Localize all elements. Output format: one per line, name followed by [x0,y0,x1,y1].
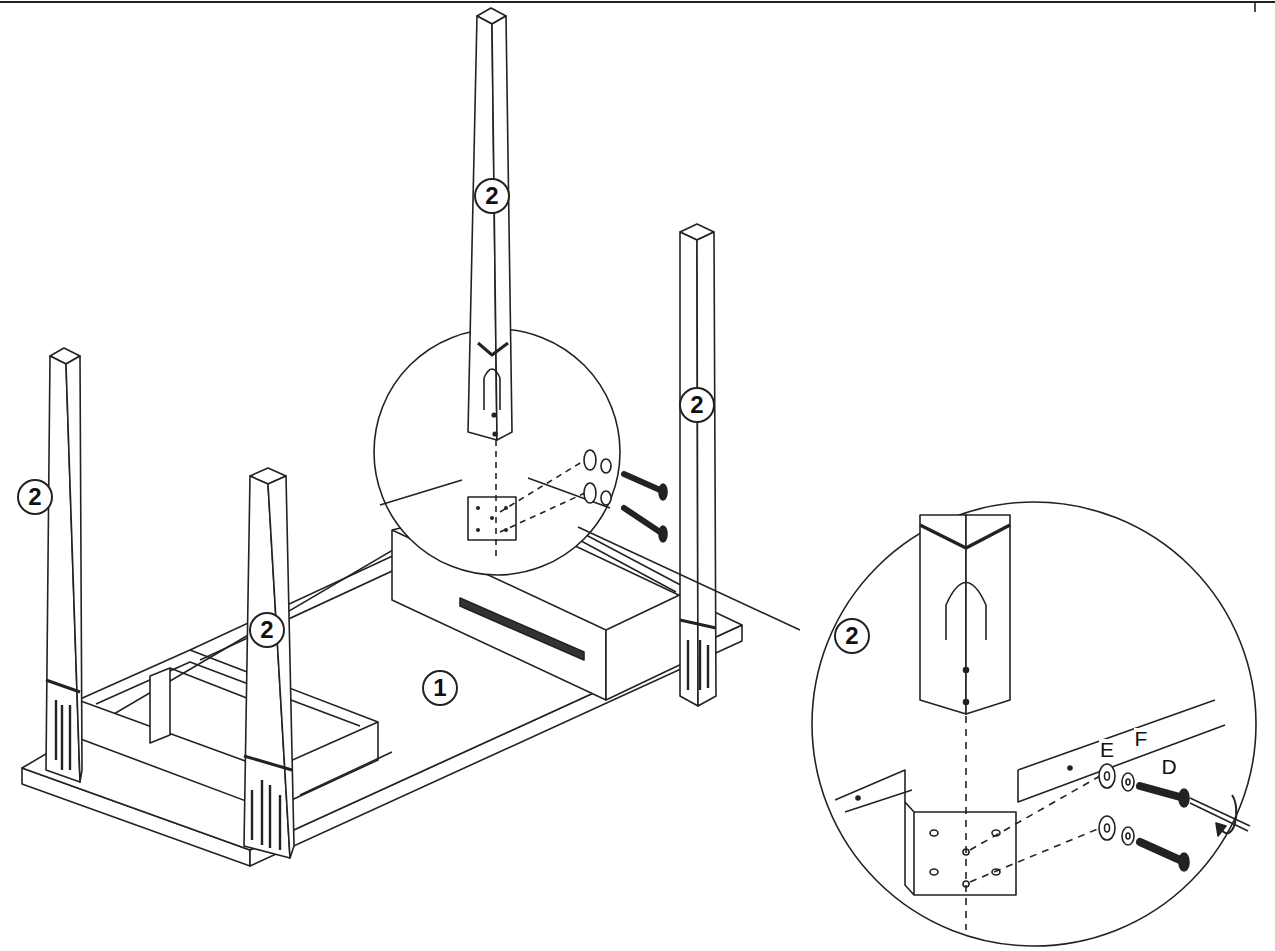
bolt [1140,842,1180,860]
bolt [1140,786,1180,797]
page-rule [0,1,1275,3]
leg-joint [244,756,292,770]
guide-line [970,776,1100,850]
spring-washer [1122,827,1134,845]
leg-joint [478,343,508,355]
washer [1099,764,1115,788]
leg-joint [680,620,716,628]
apron [845,790,912,812]
washer [584,483,596,503]
guide-line [495,440,497,560]
apron [78,650,378,722]
leg-joint [920,525,1010,548]
detail-circle [812,502,1256,946]
guide-line [500,460,585,512]
part-letter: E [1099,739,1115,760]
callout-number: 2 [249,612,285,648]
spring-washer [1122,773,1134,791]
apron-divider [150,668,170,743]
callout-number: 2 [679,387,715,423]
guide-line [965,716,967,930]
bolt-head [659,526,667,542]
callout-number: 2 [474,178,510,214]
leg-joint [46,680,80,692]
screwdriver [1190,798,1250,826]
spring-washer [601,459,611,473]
apron [78,700,270,810]
drawer-box [606,590,690,700]
leg-slot [946,583,986,641]
apron [96,662,360,726]
apron [835,770,905,802]
leg [492,16,512,440]
apron [380,480,462,505]
leg [680,232,698,706]
washer [1099,816,1115,840]
callout-number: 1 [422,670,458,706]
callout-text: 2 [845,624,858,648]
rotation-arrow [1216,823,1226,836]
apron [1018,725,1225,802]
corner-bracket [914,812,1016,895]
apron [1018,700,1215,770]
callout-text: 2 [28,485,41,509]
guide-line [970,828,1100,882]
spring-washer [601,491,611,505]
page-rule [1254,2,1256,12]
apron [300,752,392,795]
leg [697,232,716,706]
apron [528,478,610,508]
callout-text: 2 [485,184,498,208]
guide-line [500,493,585,532]
leg-slot [484,369,500,410]
callout-text: 2 [690,393,703,417]
leader-line [578,527,800,630]
part-letter: D [1160,756,1177,777]
bolt-head [1179,853,1189,871]
drawer-runner [460,598,584,660]
part-letter: F [1134,728,1149,749]
leg [268,476,294,858]
callout-number: 2 [17,479,53,515]
leg [66,356,82,782]
bolt-head [1179,789,1189,807]
corner-bracket [468,497,516,540]
callout-text: 1 [433,676,446,700]
callout-text: 2 [260,618,273,642]
callout-number: 2 [834,618,870,654]
bolt [624,474,660,490]
washer [584,450,596,470]
bolt-head [659,484,667,500]
bolt [624,508,660,532]
